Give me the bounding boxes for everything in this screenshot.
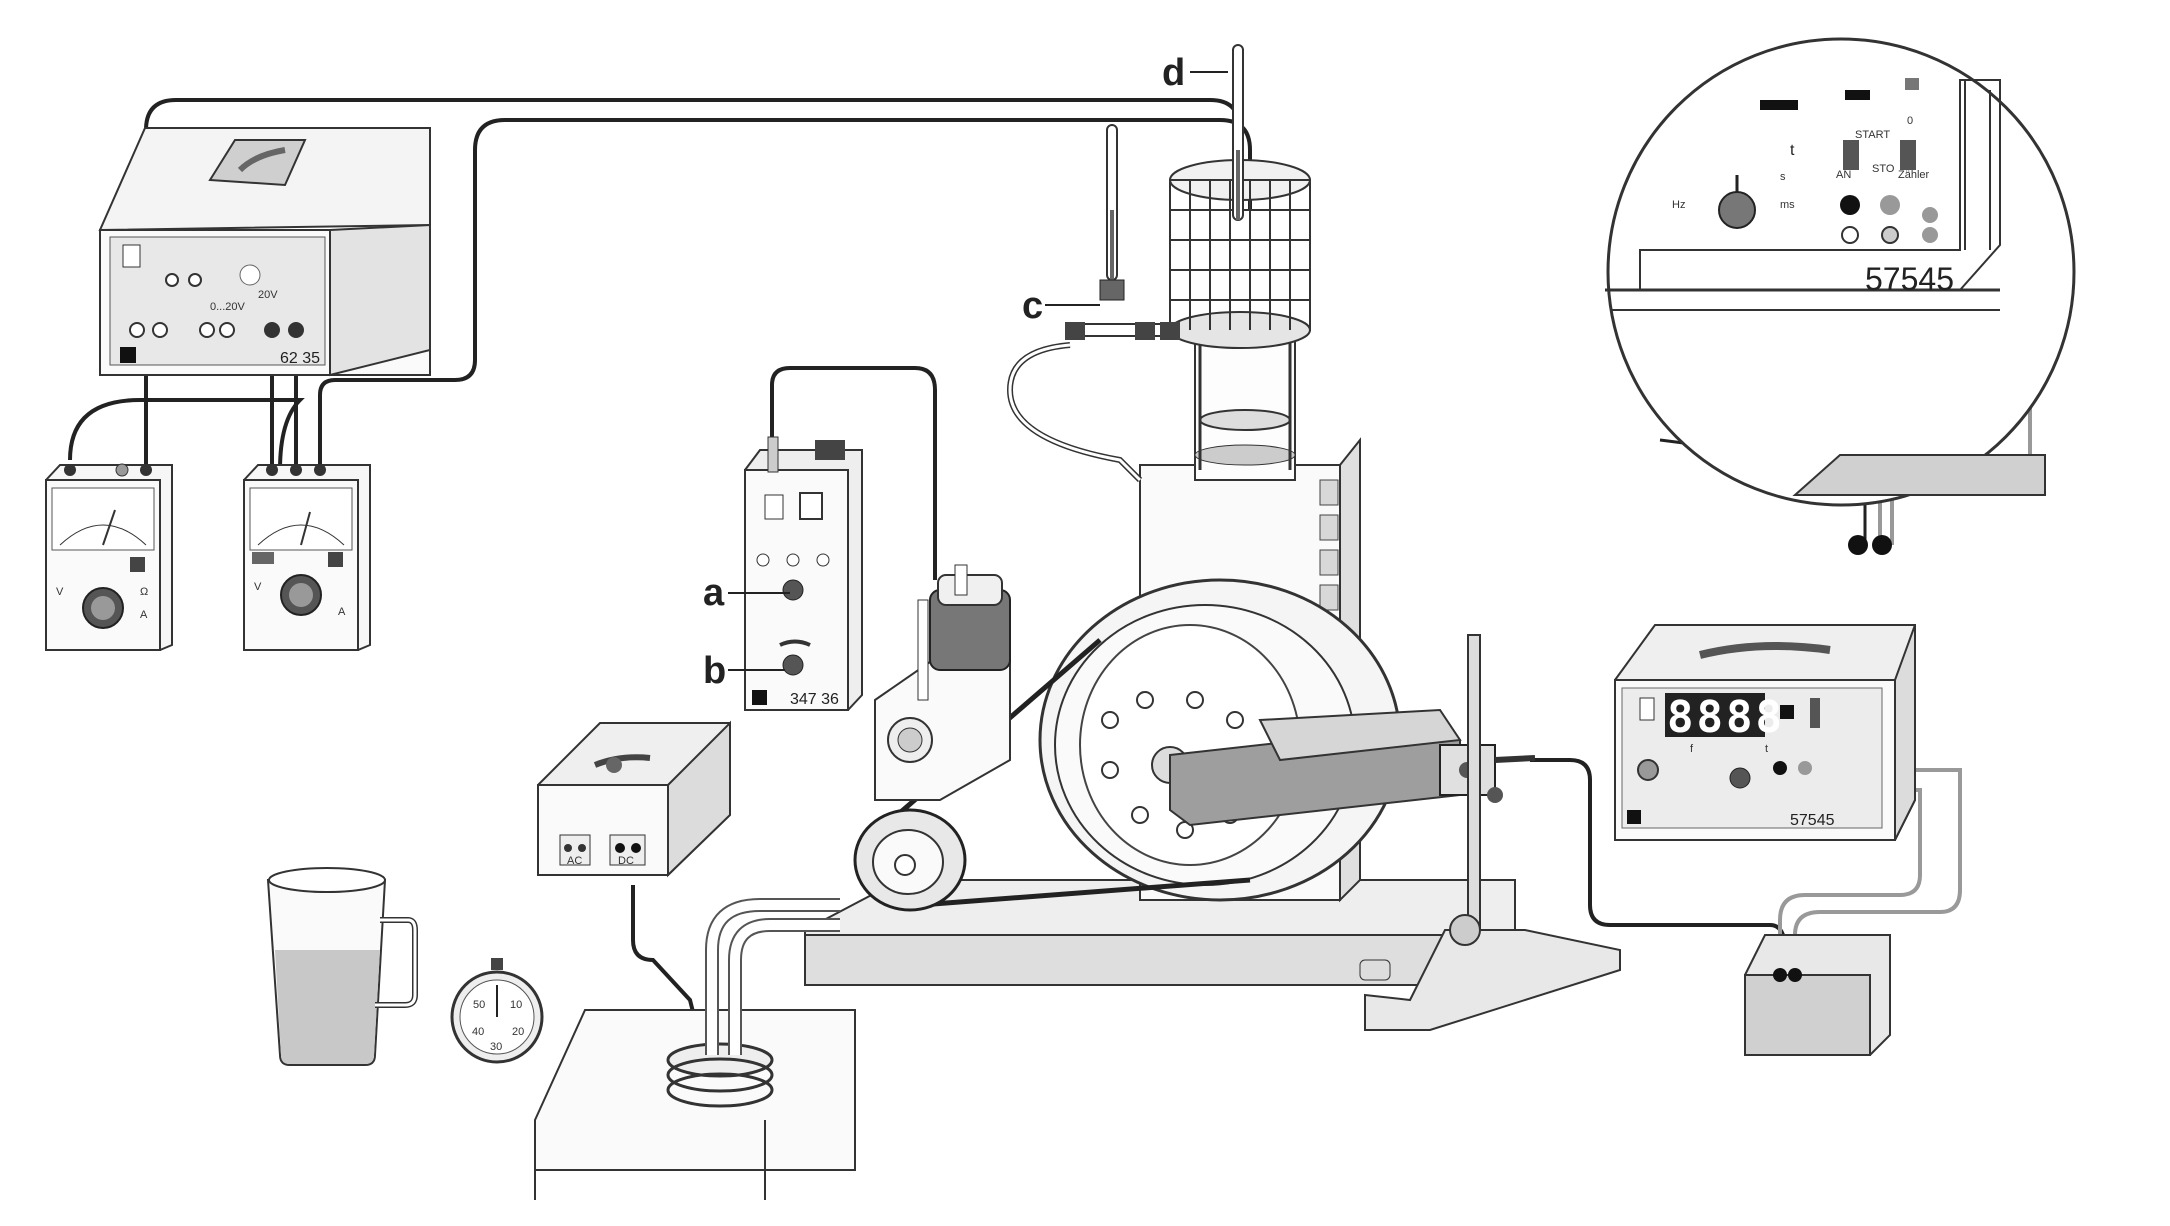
small-box-dc: DC [618,855,634,867]
inset-start: START [1855,129,1890,141]
inset-stop: STO [1872,163,1895,175]
inset-t: t [1790,142,1795,159]
counter-device: 8888 f t 57545 [1614,624,1916,841]
inset-ms: ms [1780,199,1795,211]
power-supply-number: 62 35 [280,350,320,367]
counter-mode-t: t [1765,743,1768,755]
inset-s: s [1780,171,1786,183]
inset-number: 57545 [1865,261,1954,297]
counter-number: 57545 [1790,812,1835,829]
multimeter-right-v: V [254,581,262,593]
stopwatch-icon: 50 10 40 20 30 [450,958,544,1064]
label-a: a [703,572,725,614]
multimeter-right: V A [243,464,371,651]
power-supply: 0...20V 20V 62 35 [98,127,431,377]
multimeter-right-a: A [338,606,346,618]
multimeter-left-ohm: Ω [140,586,148,598]
inset-zero: 0 [1907,115,1913,127]
stopwatch-mark-4: 30 [490,1041,502,1053]
control-unit-number: 347 36 [790,691,839,708]
multimeter-left-v: V [56,586,64,598]
counter-mode-f: f [1690,743,1694,755]
cage [1169,159,1311,349]
stopwatch-mark-0: 50 [473,999,485,1011]
hot-air-engine [804,44,1621,1031]
small-box-ac: AC [567,855,582,867]
multimeter-left-a: A [140,609,148,621]
water-container [534,898,856,1200]
small-supply-box: AC DC [537,720,731,878]
sensor-box [1744,934,1891,1056]
stopwatch-mark-1: 10 [510,999,522,1011]
detail-inset: Hz ms s t 0 START AN STO Zähler 57545 [1605,37,2076,555]
thermometer-icon [1099,44,1244,301]
label-b: b [703,650,726,692]
counter-display: 8888 [1667,692,1785,743]
callouts: a b c d [703,52,1228,692]
power-supply-range: 0...20V [210,301,246,313]
stopwatch-mark-2: 40 [472,1026,484,1038]
label-d: d [1162,52,1185,94]
inset-zahler: Zähler [1898,169,1930,181]
inset-hz: Hz [1672,199,1685,211]
inset-anlage: AN [1836,169,1851,181]
multimeter-left: V A Ω [45,463,173,651]
stopwatch-mark-3: 20 [512,1026,524,1038]
beaker-icon [266,867,418,1066]
power-supply-voltage: 20V [258,289,278,301]
label-c: c [1022,285,1043,327]
